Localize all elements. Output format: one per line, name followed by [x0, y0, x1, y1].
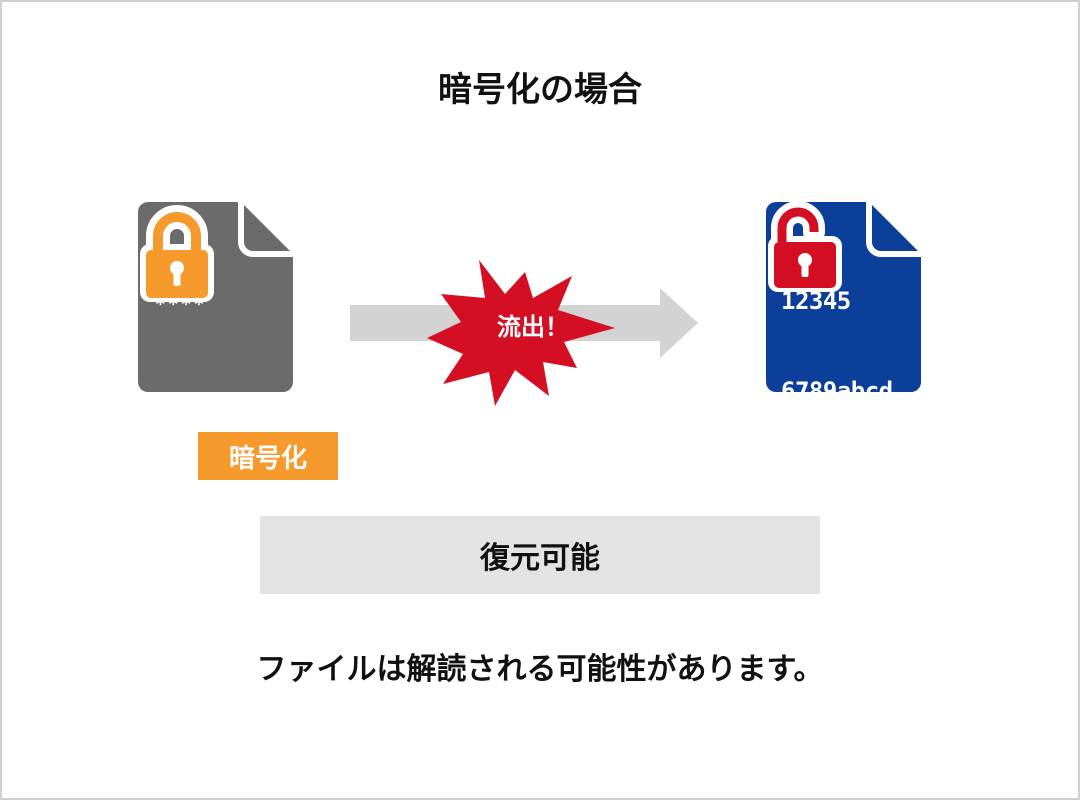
document-content: 12345 6789abcd efghijk67 89abcd — [781, 226, 907, 646]
leak-burst-icon — [427, 260, 615, 406]
caption-note: ファイルは解読される可能性があります。 — [256, 652, 824, 687]
document-line: ******** — [155, 690, 258, 711]
document-line: 6789abcd — [781, 377, 893, 405]
document-line: ******** — [155, 591, 258, 612]
padlock-unlocked-icon — [768, 202, 842, 292]
encrypted-tag: 暗号化 — [198, 432, 338, 480]
encrypted-document: **** ******** ******** ******** ******** — [138, 202, 308, 711]
document-line: ******** — [155, 492, 258, 513]
recoverable-box: 復元可能 — [260, 516, 820, 594]
padlock-locked-icon — [140, 205, 214, 302]
decrypted-document: 12345 6789abcd efghijk67 89abcd — [766, 202, 956, 585]
diagram-title: 暗号化の場合 — [438, 70, 642, 110]
leak-label: 流出！ — [497, 313, 569, 341]
document-content: **** ******** ******** ******** ******** — [155, 222, 258, 783]
document-line: ******** — [155, 393, 258, 414]
document-line: efghijk67 — [781, 467, 907, 495]
